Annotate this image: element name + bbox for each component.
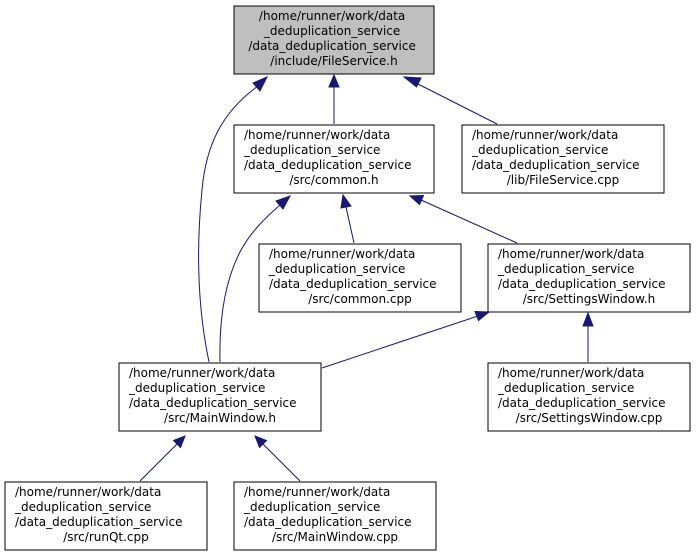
edge-fileservice-cpp-to-fileservice-h (402, 76, 498, 125)
svg-text:/home/runner/work/data _: /home/runner/work/data _deduplication_se… (243, 485, 415, 544)
node-line: _deduplication_service (497, 381, 634, 395)
node-line: _deduplication_service (263, 24, 400, 38)
edge-mainwindow-cpp-to-mainwindow-h (254, 435, 301, 482)
svg-text:/home/runner/work/data _: /home/runner/work/data _deduplication_se… (497, 247, 669, 306)
svg-text:/home/runner/work/data _: /home/runner/work/data _deduplication_se… (497, 366, 669, 425)
node-line: _deduplication_service (243, 143, 380, 157)
node-line: /home/runner/work/data (129, 366, 275, 380)
node-settingswindow-h[interactable]: /home/runner/work/data _deduplication_se… (487, 243, 691, 313)
edge-common-cpp-to-common-h (340, 193, 355, 244)
node-line: /home/runner/work/data (259, 9, 405, 23)
edge-mainwindow-h-to-settingswindow-h (321, 310, 491, 369)
node-common-h[interactable]: /home/runner/work/data _deduplication_se… (233, 124, 435, 194)
svg-text:/home/runner/work/data _: /home/runner/work/data _deduplication_se… (14, 485, 186, 544)
node-line: /src/SettingsWindow.cpp (516, 411, 663, 425)
node-line: /src/SettingsWindow.h (523, 292, 655, 306)
node-line: /data_deduplication_service (248, 39, 416, 53)
node-box (233, 5, 435, 75)
node-line: /src/common.h (289, 173, 378, 187)
node-box (233, 481, 437, 551)
edge-mainwindow-h-to-common-h (219, 195, 292, 363)
edge-settingswindow-h-to-common-h (408, 194, 518, 244)
node-box (233, 124, 435, 194)
node-line: _deduplication_service (128, 381, 265, 395)
svg-text:/home/runner/work/data _: /home/runner/work/data _deduplication_se… (268, 247, 440, 306)
node-box (258, 243, 462, 313)
svg-text:/home/runner/work/data _: /home/runner/work/data _deduplication_se… (248, 9, 419, 68)
node-line: /home/runner/work/data (498, 247, 644, 261)
node-mainwindow-h[interactable]: /home/runner/work/data _deduplication_se… (118, 362, 322, 432)
node-runqt-cpp[interactable]: /home/runner/work/data _deduplication_se… (4, 481, 208, 551)
node-box (4, 481, 208, 551)
svg-text:/home/runner/work/data _: /home/runner/work/data _deduplication_se… (243, 128, 415, 187)
node-box (118, 362, 322, 432)
node-line: /data_deduplication_service (15, 515, 183, 529)
node-line: /data_deduplication_service (244, 515, 412, 529)
node-line: /src/MainWindow.h (164, 411, 276, 425)
node-line: /home/runner/work/data (244, 485, 390, 499)
node-line: /data_deduplication_service (498, 396, 666, 410)
node-line: /home/runner/work/data (244, 128, 390, 142)
node-line: _deduplication_service (268, 262, 405, 276)
edge-settingswindow-cpp-to-settingswindow-h (582, 311, 594, 362)
node-line: /data_deduplication_service (244, 158, 412, 172)
node-line: _deduplication_service (471, 143, 608, 157)
node-line: /data_deduplication_service (472, 158, 640, 172)
node-fileservice-cpp[interactable]: /home/runner/work/data _deduplication_se… (461, 124, 665, 194)
node-line: /data_deduplication_service (498, 277, 666, 291)
node-box (461, 124, 665, 194)
edge-runqt-cpp-to-mainwindow-h (139, 435, 186, 482)
node-settingswindow-cpp[interactable]: /home/runner/work/data _deduplication_se… (487, 362, 691, 432)
node-box (487, 362, 691, 432)
node-line: /home/runner/work/data (269, 247, 415, 261)
node-line: _deduplication_service (14, 500, 151, 514)
node-line: /lib/FileService.cpp (507, 173, 619, 187)
node-line: /home/runner/work/data (472, 128, 618, 142)
node-line: /src/common.cpp (308, 292, 412, 306)
edges (139, 73, 594, 482)
node-fileservice-h[interactable]: /home/runner/work/data _deduplication_se… (233, 5, 435, 75)
node-line: _deduplication_service (497, 262, 634, 276)
svg-text:/home/runner/work/data _: /home/runner/work/data _deduplication_se… (471, 128, 643, 187)
node-line: /data_deduplication_service (129, 396, 297, 410)
node-line: /include/FileService.h (270, 54, 397, 68)
node-line: /home/runner/work/data (498, 366, 644, 380)
node-line: _deduplication_service (243, 500, 380, 514)
node-line: /data_deduplication_service (269, 277, 437, 291)
edge-mainwindow-h-to-fileservice-h (198, 76, 269, 363)
svg-text:/home/runner/work/data _: /home/runner/work/data _deduplication_se… (128, 366, 300, 425)
node-line: /home/runner/work/data (15, 485, 161, 499)
node-box (487, 243, 691, 313)
edge-common-h-to-fileservice-h (328, 73, 340, 124)
node-line: /src/runQt.cpp (63, 530, 149, 544)
node-line: /src/MainWindow.cpp (272, 530, 398, 544)
node-common-cpp[interactable]: /home/runner/work/data _deduplication_se… (258, 243, 462, 313)
node-mainwindow-cpp[interactable]: /home/runner/work/data _deduplication_se… (233, 481, 437, 551)
